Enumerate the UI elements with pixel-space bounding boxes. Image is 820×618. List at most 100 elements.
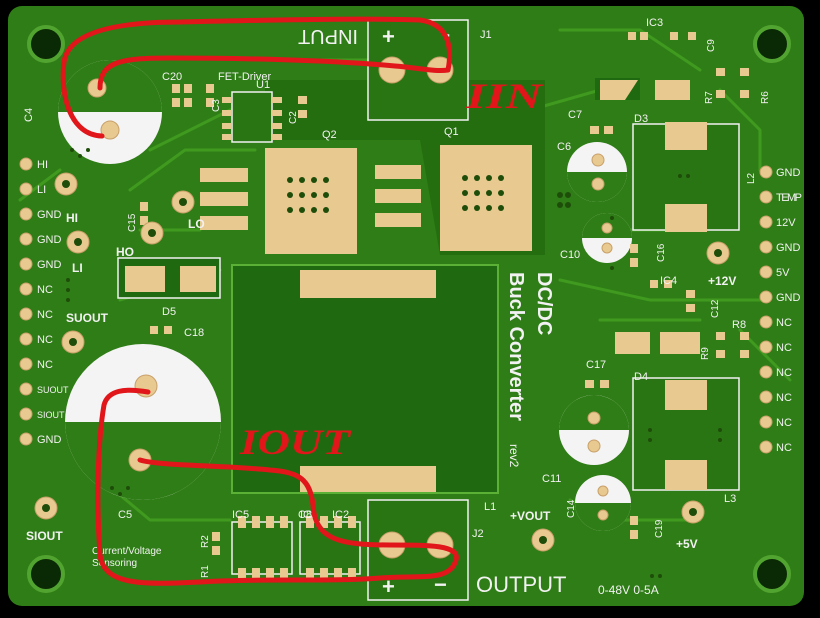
refdes-d4: D4: [634, 371, 648, 383]
fet-driver-u1: [222, 91, 282, 143]
capacitor-c11: [559, 395, 629, 465]
refdes-r6: R6: [760, 91, 771, 104]
refdes-c3: C3: [211, 99, 222, 112]
capacitor-c5: [65, 344, 221, 500]
left-header-labels: HI LI GND GND GND NC NC NC NC SUOUT SIOU…: [37, 159, 69, 446]
right-pin-3-label: 12V: [776, 217, 796, 229]
refdes-j2: J2: [472, 528, 484, 540]
small-smd-parts: [140, 32, 749, 555]
refdes-l3: L3: [724, 493, 736, 505]
refdes-c15: C15: [127, 213, 138, 232]
output-current-loop: [95, 387, 459, 586]
refdes-ic5: IC5: [232, 509, 249, 521]
refdes-c19: C19: [654, 519, 665, 538]
refdes-c8: C8: [298, 509, 312, 521]
tp-li-label: LI: [72, 261, 83, 275]
tp-hi-label: HI: [66, 211, 78, 225]
capacitor-c10: [582, 213, 632, 263]
sense-ics: [231, 516, 361, 580]
refdes-c10: C10: [560, 249, 580, 261]
tp-vout-label: +VOUT: [510, 509, 551, 523]
refdes-c2: C2: [288, 111, 299, 124]
current-in-annotation: IIN: [465, 76, 545, 116]
sense-label-1: Current/Voltage: [92, 546, 162, 557]
output-plus-mark: +: [382, 574, 395, 599]
board-title-line2: Buck Converter: [505, 272, 527, 421]
tp-12v-label: +12V: [708, 274, 736, 288]
input-label: INPUT: [298, 25, 358, 47]
refdes-l1: L1: [484, 501, 496, 513]
left-pin-8-label: NC: [37, 334, 53, 346]
refdes-c12: C12: [710, 299, 721, 318]
right-header-labels: GND TEMP 12V GND 5V GND NC NC NC NC NC N…: [776, 167, 802, 454]
refdes-c17: C17: [586, 359, 606, 371]
tp-siout-label: SIOUT: [26, 529, 63, 543]
right-pin-2-label: TEMP: [776, 192, 802, 204]
mounting-holes: [27, 25, 791, 593]
input-plus-mark: +: [382, 24, 395, 49]
refdes-q1: Q1: [444, 126, 459, 138]
left-pin-9-label: NC: [37, 359, 53, 371]
left-pin-11-label: SIOUT: [37, 410, 65, 420]
inductor-l1: [231, 264, 499, 494]
current-out-annotation: IOUT: [239, 422, 353, 462]
sense-label-2: Sensoring: [92, 558, 137, 569]
output-minus-mark: −: [434, 572, 447, 597]
refdes-c20: C20: [162, 71, 182, 83]
left-pin-1-label: HI: [37, 159, 48, 171]
refdes-d5: D5: [162, 306, 176, 318]
refdes-d3: D3: [634, 113, 648, 125]
refdes-r9: R9: [700, 347, 711, 360]
board-title-line1: DC/DC: [533, 272, 555, 335]
test-point-labels: HI LI HO LO SUOUT SIOUT +VOUT +12V +5V: [26, 211, 736, 551]
tp-ho-label: HO: [116, 245, 134, 259]
right-pin-8-label: NC: [776, 342, 792, 354]
refdes-r1: R1: [200, 565, 211, 578]
refdes-c16: C16: [656, 243, 667, 262]
diodes: [117, 78, 700, 354]
right-pin-7-label: NC: [776, 317, 792, 329]
capacitor-c14: [575, 475, 631, 531]
refdes-c9: C9: [706, 39, 717, 52]
output-label: OUTPUT: [476, 572, 566, 597]
left-pin-5-label: GND: [37, 259, 62, 271]
inductor-l3: [632, 377, 740, 491]
right-pin-4-label: GND: [776, 242, 801, 254]
left-pin-2-label: LI: [37, 184, 46, 196]
right-pin-9-label: NC: [776, 367, 792, 379]
board-revision: rev2: [507, 444, 521, 468]
mosfet-q1: [375, 145, 532, 251]
left-pin-6-label: NC: [37, 284, 53, 296]
right-pin-11-label: NC: [776, 417, 792, 429]
left-pin-4-label: GND: [37, 234, 62, 246]
input-current-loop: [60, 16, 453, 139]
refdes-c6: C6: [557, 141, 571, 153]
refdes-c7: C7: [568, 109, 582, 121]
tp-5v-label: +5V: [676, 537, 698, 551]
right-pin-6-label: GND: [776, 292, 801, 304]
test-points: [34, 172, 730, 552]
right-header-pins: [759, 165, 773, 454]
refdes-ic3: IC3: [646, 17, 663, 29]
refdes-c14: C14: [566, 499, 577, 518]
refdes-c18: C18: [184, 327, 204, 339]
refdes-r8: R8: [732, 319, 746, 331]
left-pin-12-label: GND: [37, 434, 62, 446]
left-pin-7-label: NC: [37, 309, 53, 321]
refdes-j1: J1: [480, 29, 492, 41]
capacitor-c4: [58, 60, 162, 164]
refdes-c4: C4: [23, 108, 35, 122]
right-pin-12-label: NC: [776, 442, 792, 454]
right-pin-5-label: 5V: [776, 267, 790, 279]
right-pin-10-label: NC: [776, 392, 792, 404]
tp-lo-label: LO: [188, 217, 205, 231]
refdes-ic4: IC4: [660, 275, 677, 287]
left-pin-3-label: GND: [37, 209, 62, 221]
refdes-q2: Q2: [322, 129, 337, 141]
inductor-l2: [632, 122, 740, 232]
output-spec: 0-48V 0-5A: [598, 583, 659, 597]
refdes-r7: R7: [704, 91, 715, 104]
refdes-ic2: IC2: [332, 509, 349, 521]
